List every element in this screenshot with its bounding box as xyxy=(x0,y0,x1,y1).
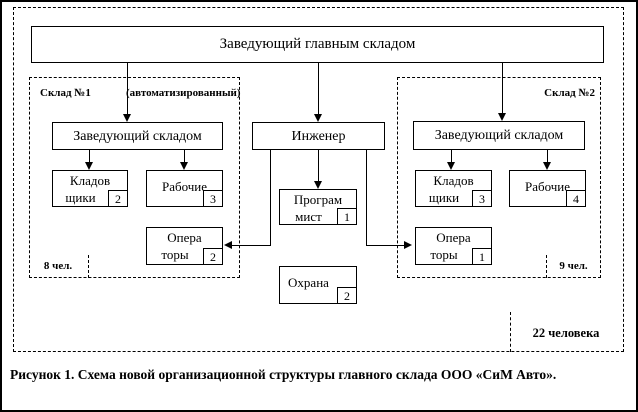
connector-engineer-operators2-vertical xyxy=(366,150,367,245)
node-storekeepers-1: Кладов щики 2 xyxy=(52,170,128,207)
node-label-line2: щики xyxy=(65,190,96,205)
headcount-box: 4 xyxy=(566,190,586,207)
connector-root-engineer xyxy=(318,63,319,114)
headcount-box: 2 xyxy=(337,287,357,304)
headcount-box: 2 xyxy=(203,248,223,265)
node-engineer: Инженер xyxy=(252,122,385,150)
arrowhead-down-icon xyxy=(85,162,93,170)
section-sklad2-frame xyxy=(397,77,601,278)
node-label: Заведующий складом xyxy=(73,128,202,144)
node-label-line1: Опера xyxy=(436,230,471,245)
sklad2-total-divider xyxy=(546,255,547,278)
node-workers-1: Рабочие 3 xyxy=(146,170,223,207)
headcount-box: 1 xyxy=(337,208,357,225)
node-head-of-main-warehouse: Заведующий главным складом xyxy=(31,26,604,63)
arrowhead-down-icon xyxy=(180,162,188,170)
connector-engineer-operators1-vertical xyxy=(270,150,271,245)
diagram-outer-dashed-frame xyxy=(13,7,624,352)
node-label: Заведующий главным складом xyxy=(219,36,416,52)
sklad1-total-divider xyxy=(88,255,89,278)
sklad2-total: 9 чел. xyxy=(559,260,588,272)
grand-total-divider xyxy=(510,312,511,352)
connector-manager2-storekeepers2 xyxy=(451,150,452,162)
node-operators-2: Опера торы 1 xyxy=(415,227,492,265)
connector-root-manager1 xyxy=(127,63,128,114)
node-security: Охрана 2 xyxy=(279,266,357,304)
node-programmer: Програм мист 1 xyxy=(279,189,357,225)
node-label: Заведующий складом xyxy=(434,128,564,143)
section-sklad2-title: Склад №2 xyxy=(544,87,595,99)
headcount-box: 3 xyxy=(472,190,492,207)
section-sklad1-frame xyxy=(29,77,240,278)
node-label-line1: Кладов xyxy=(69,173,111,188)
node-label-line1: Опера xyxy=(167,230,202,245)
node-label-line2: торы xyxy=(430,247,458,262)
node-label: Рабочие xyxy=(524,179,571,194)
node-label-line1: Кладов xyxy=(433,173,474,188)
arrowhead-down-icon xyxy=(314,114,322,122)
connector-manager1-workers1 xyxy=(184,150,185,162)
node-storekeepers-2: Кладов щики 3 xyxy=(415,170,492,207)
headcount-box: 2 xyxy=(108,190,128,207)
node-label-line1: Програм xyxy=(293,192,343,207)
headcount-box: 1 xyxy=(472,248,492,265)
arrowhead-left-icon xyxy=(224,241,232,249)
node-label: Инженер xyxy=(291,128,346,144)
connector-root-manager2 xyxy=(502,63,503,113)
arrowhead-down-icon xyxy=(543,162,551,170)
connector-engineer-operators2-horizontal xyxy=(366,245,404,246)
sklad1-total: 8 чел. xyxy=(43,260,73,272)
node-label-line2: торы xyxy=(161,247,189,262)
arrowhead-right-icon xyxy=(404,241,412,249)
arrowhead-down-icon xyxy=(123,114,131,122)
node-workers-2: Рабочие 4 xyxy=(509,170,586,207)
connector-engineer-programmer xyxy=(318,150,319,181)
figure-caption: Рисунок 1. Схема новой организационной с… xyxy=(10,367,557,382)
connector-manager1-storekeepers1 xyxy=(89,150,90,162)
arrowhead-down-icon xyxy=(498,113,506,121)
section-sklad1-subtitle: (автоматизированный) xyxy=(126,87,241,99)
arrowhead-down-icon xyxy=(447,162,455,170)
grand-total: 22 человека xyxy=(532,326,600,340)
section-sklad1-title: Склад №1 xyxy=(40,87,91,99)
node-label: Охрана xyxy=(288,275,329,290)
node-label-line2: щики xyxy=(428,190,460,205)
node-operators-1: Опера торы 2 xyxy=(146,227,223,265)
node-label: Рабочие xyxy=(161,179,208,194)
node-warehouse-manager-1: Заведующий складом xyxy=(52,122,223,150)
arrowhead-down-icon xyxy=(314,181,322,189)
connector-manager2-workers2 xyxy=(547,150,548,162)
headcount-box: 3 xyxy=(203,190,223,207)
connector-engineer-operators1-horizontal xyxy=(232,245,271,246)
node-warehouse-manager-2: Заведующий складом xyxy=(413,121,585,150)
node-label-line2: мист xyxy=(295,209,322,224)
